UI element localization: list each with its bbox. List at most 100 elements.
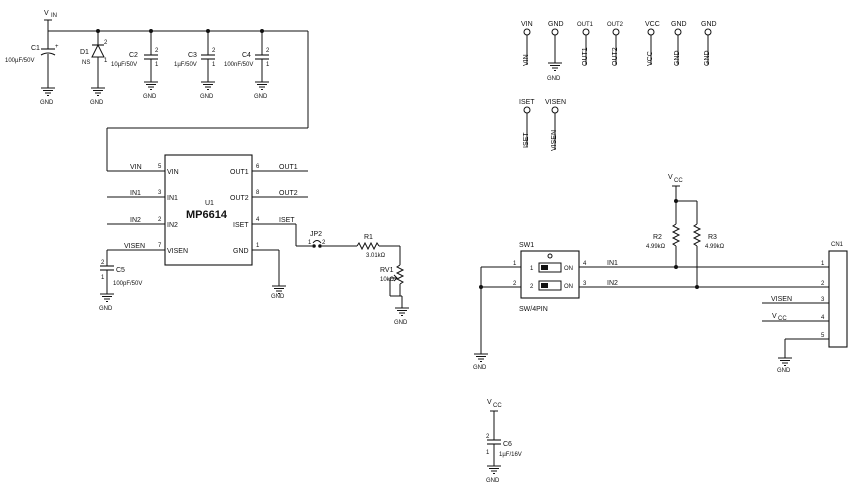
c6-pin2: 2 xyxy=(486,434,490,440)
dip-switch-sw1: SW1 SW/4PIN 1 2 ON ON 1 2 3 4 xyxy=(513,242,587,313)
u1-pin-name: IN2 xyxy=(167,222,178,229)
tp-label: OUT2 xyxy=(607,22,624,28)
d1-ref: D1 xyxy=(80,49,89,56)
rv1-value: 10kΩ xyxy=(380,277,395,283)
tp-net: VISEN xyxy=(551,130,558,151)
u1-pin-name: ISET xyxy=(233,222,249,229)
u1-pin-num: 3 xyxy=(158,190,162,196)
c3-ref: C3 xyxy=(188,52,197,59)
u1-pin-vin: 5 VIN VIN xyxy=(130,164,179,176)
net-label: IN1 xyxy=(130,190,141,197)
capacitor-c2: 2 1 C2 10µF/50V GND xyxy=(111,31,159,100)
r3-value: 4.99kΩ xyxy=(705,244,725,250)
capacitor-c3: 2 1 C3 1µF/50V GND xyxy=(174,31,216,100)
test-point-out1: OUT1 OUT1 xyxy=(577,22,594,66)
net-label: IN2 xyxy=(130,217,141,224)
c4-value: 100nF/50V xyxy=(224,62,253,68)
r3-ref: R3 xyxy=(708,234,717,241)
r2-ref: R2 xyxy=(653,234,662,241)
u1-pin-out1: 6 OUT1 OUT1 xyxy=(230,164,308,176)
c6-gnd-label: GND xyxy=(486,478,500,484)
iset-network: JP2 1 2 R1 3.01kΩ RV1 10kΩ GND xyxy=(295,224,410,326)
c6-vcc-sub: CC xyxy=(493,403,502,409)
sw1-pos: 2 xyxy=(530,284,534,290)
tp-net: GND xyxy=(547,76,561,82)
c3-pin1: 1 xyxy=(212,62,216,68)
capacitor-c5: 2 1 C5 100pF/50V GND xyxy=(99,250,142,312)
u1-pin-num: 6 xyxy=(256,164,260,170)
c2-value: 10µF/50V xyxy=(111,62,137,68)
tp-label: VIN xyxy=(521,21,533,28)
tp-net: VCC xyxy=(647,51,654,66)
c4-pin1: 1 xyxy=(266,62,270,68)
vcc-label-top: V CC xyxy=(668,174,683,184)
vcc-sub: CC xyxy=(674,178,683,184)
u1-part: MP6614 xyxy=(186,209,228,221)
c5-ref: C5 xyxy=(116,267,125,274)
c2-ref: C2 xyxy=(129,52,138,59)
tp-net: GND xyxy=(674,50,681,66)
capacitor-c4: 2 1 C4 100nF/50V GND xyxy=(224,31,270,100)
u1-ref: U1 xyxy=(205,200,214,207)
u1-pin-name: OUT2 xyxy=(230,195,249,202)
sw1-pos: 1 xyxy=(530,266,534,272)
u1-pin-visen: 7 VISEN VISEN xyxy=(107,243,188,255)
vin-power-label: V IN xyxy=(44,10,57,19)
rv1-ref: RV1 xyxy=(380,267,394,274)
tp-label: VISEN xyxy=(545,99,566,106)
c5-pin2: 2 xyxy=(101,260,105,266)
test-points: VIN VIN GND GND OUT1 OUT1 OUT2 OUT2 VCC xyxy=(519,21,717,151)
jumper-jp2: JP2 1 2 xyxy=(308,231,326,248)
net-label: VIN xyxy=(130,164,142,171)
c1-plus-sign: + xyxy=(55,44,59,50)
u1-pin-gnd: 1 GND GND xyxy=(233,243,287,300)
capacitor-c6: V CC 2 1 C6 1µF/16V GND xyxy=(486,399,522,484)
u1-pin-num: 7 xyxy=(158,243,162,249)
u1-pin-name: VISEN xyxy=(167,248,188,255)
test-point-visen: VISEN VISEN xyxy=(545,99,566,151)
u1-pin-in2: 2 IN2 IN2 xyxy=(107,217,178,229)
sw1-body xyxy=(520,250,580,299)
sw1-pin: 3 xyxy=(583,281,587,287)
jp2-ref: JP2 xyxy=(310,231,322,238)
c2-pin1: 1 xyxy=(155,62,159,68)
test-point-vcc: VCC VCC xyxy=(645,21,660,66)
c6-value: 1µF/16V xyxy=(499,452,522,458)
diode-d1: 2 1 D1 NS GND xyxy=(80,31,108,106)
tp-net: OUT1 xyxy=(582,47,589,66)
tp-label: OUT1 xyxy=(577,22,594,28)
test-point-out2: OUT2 OUT2 xyxy=(607,22,624,66)
c5-pin1: 1 xyxy=(101,275,105,281)
c6-pin1: 1 xyxy=(486,450,490,456)
net-label-in1: IN1 xyxy=(607,260,618,267)
net-label-in2: IN2 xyxy=(607,280,618,287)
tp-label: ISET xyxy=(519,99,535,106)
cn1-body xyxy=(828,250,848,348)
u1-pin-num: 8 xyxy=(256,190,260,196)
capacitor-c1: + C1 100µF/50V GND xyxy=(5,31,59,106)
u1-pin-num: 5 xyxy=(158,164,162,170)
cn1-pin: 3 xyxy=(821,297,825,303)
vin-label-sub: IN xyxy=(51,13,57,19)
vcc-v: V xyxy=(668,174,673,181)
sw1-pin: 4 xyxy=(583,261,587,267)
sw1-part: SW/4PIN xyxy=(519,306,548,313)
resistor-r2: R2 4.99kΩ xyxy=(646,223,681,250)
u1-pin-name: VIN xyxy=(167,169,179,176)
resistor-r3: R3 4.99kΩ xyxy=(692,223,725,250)
c3-value: 1µF/50V xyxy=(174,62,197,68)
c1-ref: C1 xyxy=(31,45,40,52)
sw1-pin: 1 xyxy=(513,261,517,267)
u1-pin-name: IN1 xyxy=(167,195,178,202)
c6-vcc-v: V xyxy=(487,399,492,406)
c4-gnd-label: GND xyxy=(254,94,268,100)
tp-label: GND xyxy=(548,21,564,28)
u1-pin-name: OUT1 xyxy=(230,169,249,176)
jp2-pin1: 1 xyxy=(308,240,312,246)
c2-pin2: 2 xyxy=(155,48,159,54)
tp-label: VCC xyxy=(645,21,660,28)
cn1-pin: 5 xyxy=(821,333,825,339)
tp-net: VIN xyxy=(523,54,530,66)
c3-pin2: 2 xyxy=(212,48,216,54)
